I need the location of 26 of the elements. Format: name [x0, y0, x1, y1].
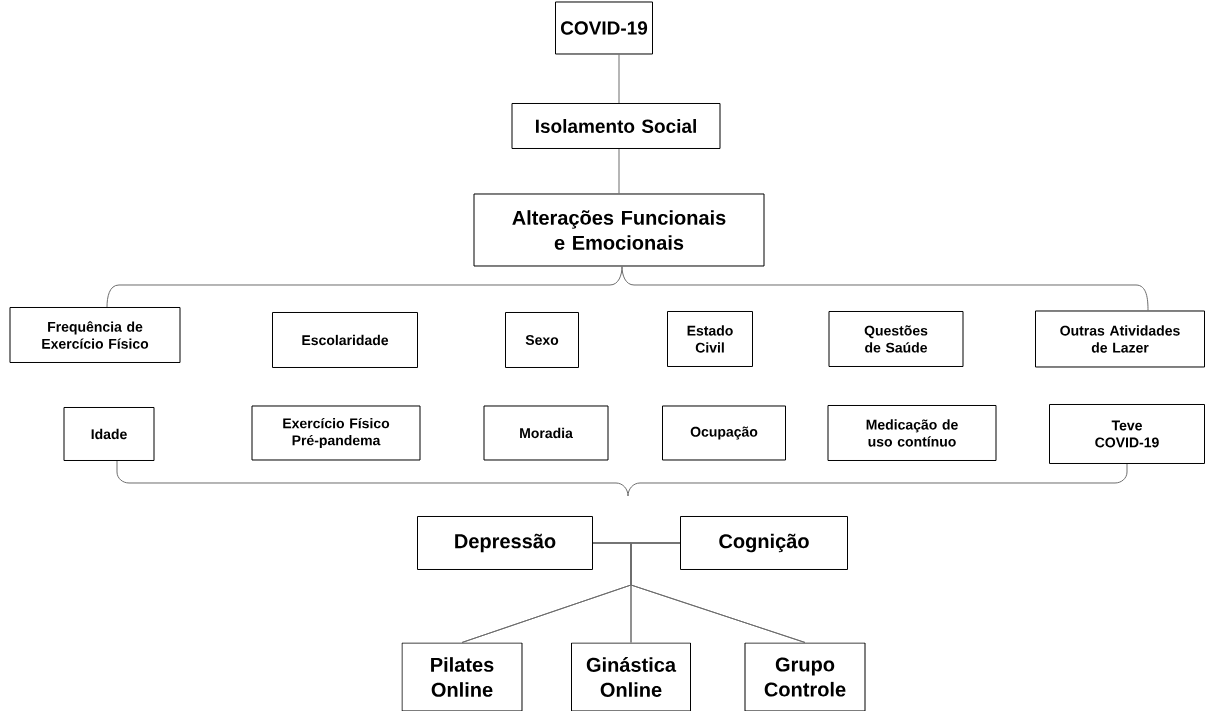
- box: Outras Atividades de Lazer: [1035, 310, 1205, 368]
- box: Ginástica Online: [571, 642, 691, 711]
- box: Isolamento Social: [511, 103, 721, 149]
- box: Questões de Saúde: [828, 311, 964, 367]
- box: COVID-19: [555, 1, 653, 55]
- box: Teve COVID-19: [1049, 404, 1205, 464]
- box: Moradia: [483, 405, 609, 461]
- connector: [116, 460, 629, 497]
- box: Frequência de Exercício Físico: [9, 307, 181, 363]
- box: Idade: [63, 407, 155, 461]
- box: Alterações Funcionais e Emocionais: [473, 193, 765, 267]
- box: Grupo Controle: [744, 642, 866, 711]
- connector: [618, 54, 620, 104]
- box: Ocupação: [662, 405, 786, 461]
- box: Estado Civil: [667, 311, 753, 367]
- connector: [630, 542, 806, 643]
- box: Pilates Online: [401, 642, 523, 711]
- box: Depressão: [417, 516, 593, 570]
- box: Exercício Físico Pré-pandema: [251, 405, 421, 461]
- connector: [621, 266, 1149, 311]
- connector: [618, 148, 620, 194]
- box: Medicação de uso contínuo: [827, 405, 997, 461]
- box: Cognição: [680, 516, 848, 570]
- box: Sexo: [505, 312, 579, 368]
- box: Escolaridade: [272, 312, 418, 368]
- connector: [627, 463, 1128, 497]
